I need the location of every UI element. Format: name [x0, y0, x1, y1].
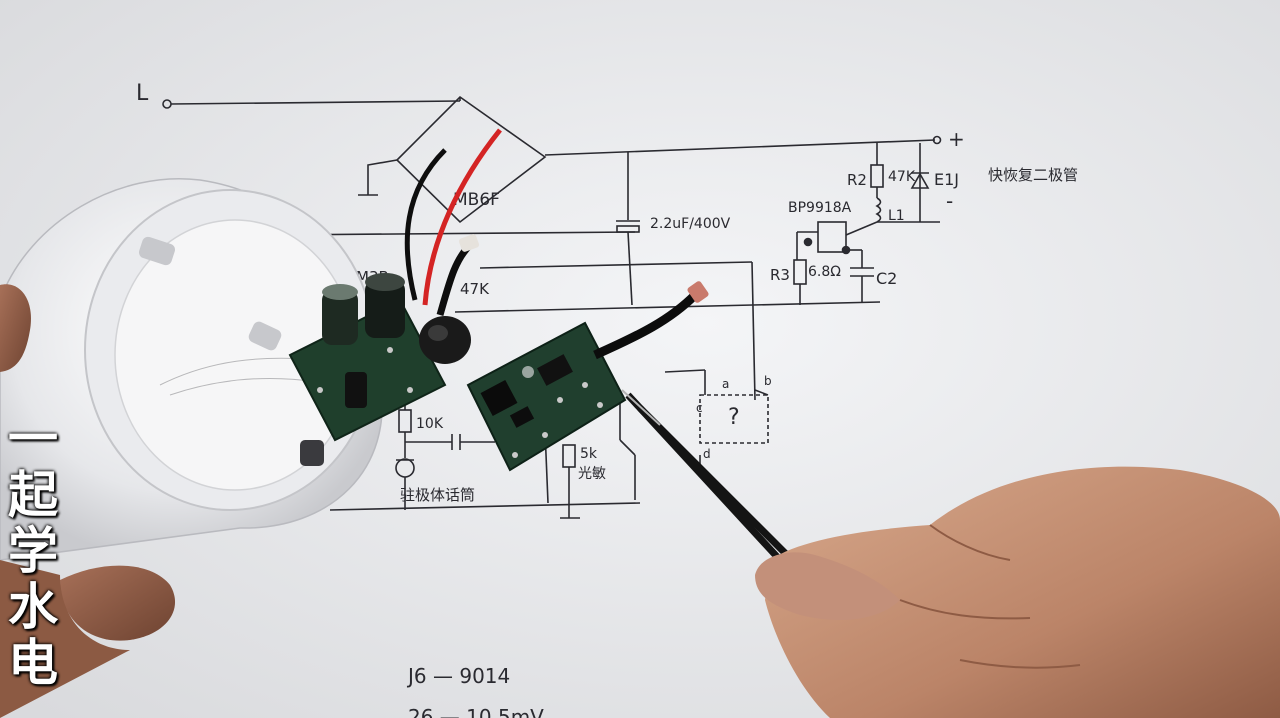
right-hand [755, 466, 1280, 718]
label-mic: 驻极体话筒 [400, 486, 475, 504]
label-capacitor-main: 2.2uF/400V [650, 216, 731, 232]
capacitor-2 [365, 280, 405, 338]
label-inductor: L1 [888, 208, 905, 224]
label-node-c: c [696, 401, 703, 415]
label-bottom-partial: 26 — 10.5mV [408, 705, 544, 718]
label-transistor: J6 — 9014 [406, 664, 510, 688]
caption-char-1: 一 [8, 410, 58, 468]
label-node-d: d [703, 447, 711, 461]
microphone [419, 316, 471, 364]
label-r2-value: 47K [888, 169, 916, 185]
schematic-drawing [162, 95, 942, 519]
label-led: E1J [934, 170, 959, 189]
bridge-rectifier-symbol [395, 95, 547, 224]
label-photo-value: 5k [580, 446, 598, 462]
caption-char-4: 水 [8, 578, 58, 636]
left-hand [0, 284, 176, 718]
label-plus: + [948, 127, 965, 151]
label-res-10k: 10K [416, 416, 444, 432]
label-note-right: 快恢复二极管 [988, 166, 1078, 184]
label-minus: - [946, 189, 953, 213]
sensor-pcb [466, 281, 709, 472]
label-line-l: L [136, 81, 149, 106]
lamp-shell [0, 178, 383, 561]
plus-terminal [932, 135, 942, 145]
label-r3-value: 6.8Ω [808, 264, 841, 280]
caption-char-2: 起 [8, 466, 58, 524]
label-r3: R3 [770, 266, 790, 284]
schematic-labels: L + - MB6F 2.2uF/400V R2 47K E1J 快恢复二极管 … [136, 81, 1078, 718]
label-node-b: b [764, 374, 772, 388]
label-r2: R2 [847, 171, 867, 189]
label-node-a: a [722, 377, 729, 391]
chip-symbol [817, 221, 847, 253]
label-chip: BP9918A [788, 200, 852, 216]
label-question: ? [728, 405, 740, 430]
label-res-47k: 47K [460, 280, 490, 298]
label-bridge: MB6F [453, 190, 500, 210]
caption-char-5: 电 [8, 634, 58, 692]
unknown-ic-symbol [699, 394, 769, 444]
capacitor-1 [322, 290, 358, 345]
driver-pcb [288, 128, 502, 442]
caption-char-3: 学 [8, 522, 58, 580]
tweezers [621, 389, 795, 563]
label-photo: 光敏 [578, 466, 606, 482]
label-c2: C2 [876, 269, 897, 288]
photo-sensor [687, 281, 709, 303]
